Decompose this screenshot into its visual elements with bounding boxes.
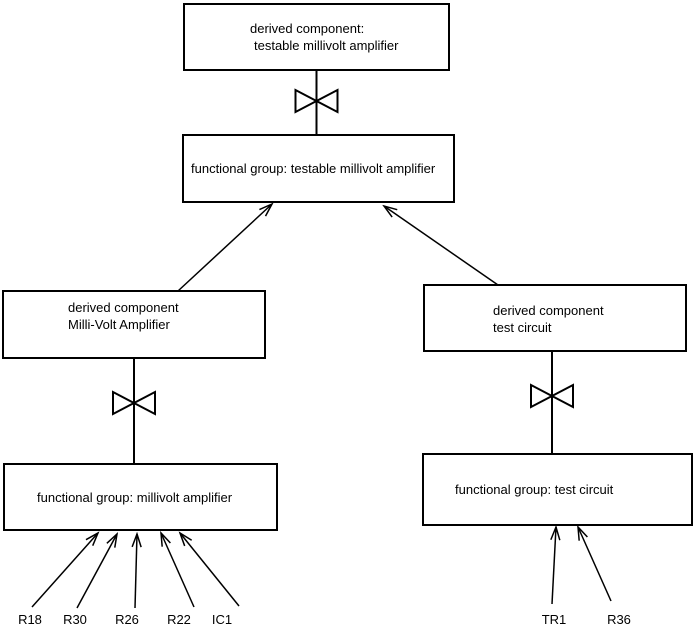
node-functional-group-millivolt-amplifier: functional group: millivolt amplifier <box>3 463 278 531</box>
node-label-line2: test circuit <box>493 320 552 335</box>
node-derived-component-milli-volt-amplifier: derived component Milli-Volt Amplifier <box>2 290 266 359</box>
component-label-r26: R26 <box>115 612 139 627</box>
arrow-ic1 <box>180 533 240 607</box>
arrow-r36 <box>578 527 612 602</box>
node-label-line2: testable millivolt amplifier <box>254 38 399 53</box>
node-derived-component-test-circuit: derived component test circuit <box>423 284 687 352</box>
node-label-line1: derived component: <box>250 21 365 36</box>
arrow-derived-test-to-fg-testable <box>384 206 499 286</box>
component-label-r22: R22 <box>167 612 191 627</box>
node-label-line1: derived component <box>493 303 604 318</box>
arrow-tr1 <box>552 527 556 605</box>
component-label-ic1: IC1 <box>211 612 233 627</box>
arrow-r26 <box>135 534 137 609</box>
arrow-r22 <box>161 533 195 608</box>
component-label-r18: R18 <box>18 612 42 627</box>
component-label-tr1: TR1 <box>541 612 567 627</box>
node-label-line1: derived component <box>68 300 179 315</box>
arrow-derived-mva-to-fg-testable <box>177 204 272 292</box>
arrow-r18 <box>31 533 98 608</box>
node-label: functional group: testable millivolt amp… <box>191 161 436 176</box>
node-functional-group-testable-millivolt-amplifier: functional group: testable millivolt amp… <box>182 134 455 203</box>
arrow-r30 <box>76 534 117 609</box>
component-label-r30: R30 <box>63 612 87 627</box>
node-label: functional group: test circuit <box>455 482 614 497</box>
node-derived-component-testable-millivolt-amplifier: derived component: testable millivolt am… <box>183 3 450 71</box>
node-label: functional group: millivolt amplifier <box>37 489 233 505</box>
component-label-r36: R36 <box>607 612 631 627</box>
node-label-line2: Milli-Volt Amplifier <box>68 317 170 332</box>
node-functional-group-test-circuit: functional group: test circuit <box>422 453 693 526</box>
